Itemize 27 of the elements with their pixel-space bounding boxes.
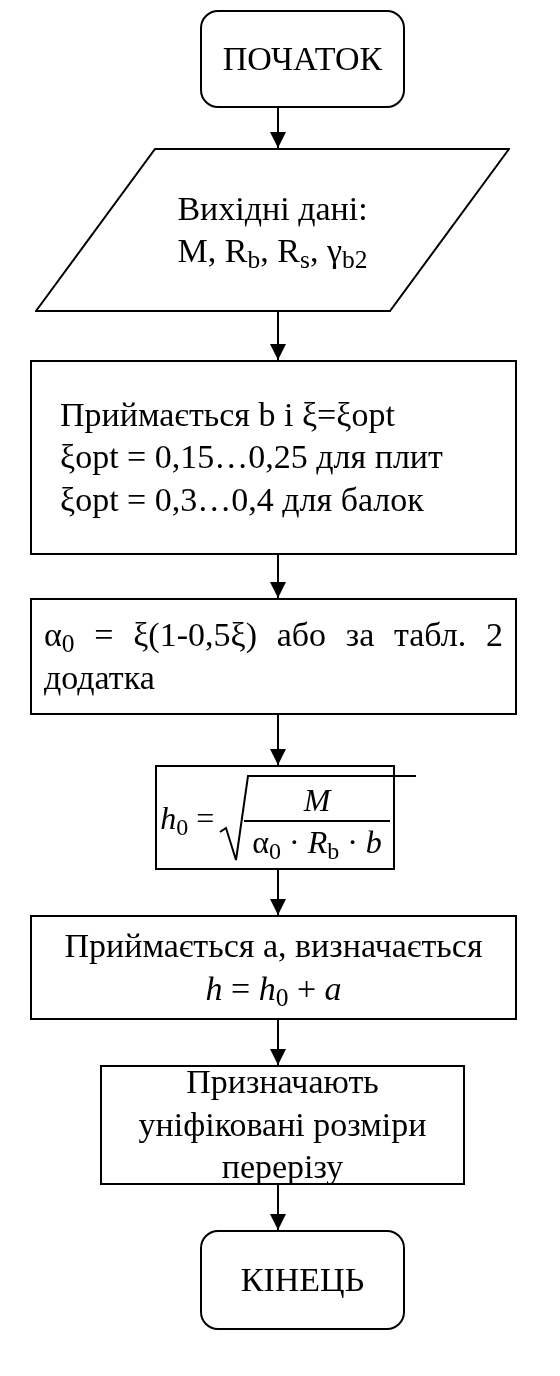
step-text: h = h$_{0}$ + a <box>205 968 342 1010</box>
arrow <box>270 1184 286 1231</box>
formula-denominator: α$_{0}$ · R$_{b}$ · b <box>251 822 383 862</box>
step-text: Призначають уніфіковані розміри перерізу <box>137 1062 428 1188</box>
arrow <box>270 107 286 149</box>
input-text: Вихідні дані: <box>177 188 368 229</box>
process-box <box>30 360 517 555</box>
step-text: ПОЧАТОК <box>222 38 383 79</box>
formula-numerator: M <box>302 780 333 820</box>
formula-text: h$_{0}$ = <box>160 798 215 842</box>
step-text: ξopt = 0,3…0,4 для балок <box>59 479 424 520</box>
process-box <box>30 598 517 715</box>
arrow <box>270 1019 286 1066</box>
input-text: M, R$_{b}$, R$_{s}$, γ$_{b2}$ <box>177 231 368 273</box>
terminal-box <box>200 10 405 108</box>
step-text: Приймається а, визначається <box>64 926 483 966</box>
arrow <box>270 554 286 599</box>
step-text: Приймається b і ξ=ξopt <box>59 394 395 435</box>
process-box <box>30 915 517 1020</box>
step-text: КІНЕЦЬ <box>240 1259 365 1300</box>
process-box <box>100 1065 465 1185</box>
arrow <box>270 311 286 361</box>
terminal-box <box>200 1230 405 1330</box>
arrow <box>270 869 286 916</box>
step-text: α$_{0}$ = ξ(1-0,5ξ) або за табл. 2 додатка <box>44 615 503 698</box>
arrow <box>270 714 286 766</box>
step-text: ξopt = 0,15…0,25 для плит <box>59 437 443 478</box>
